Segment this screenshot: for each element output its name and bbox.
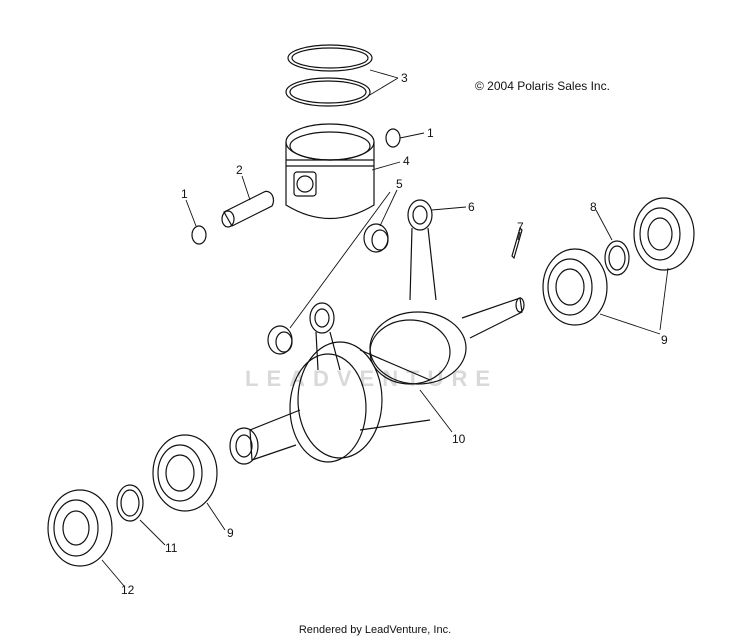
needle-bearings: [267, 223, 389, 355]
piston: [285, 123, 375, 220]
callout-labels: 1 1 2 3 4 5 6 7 8 9 9 10 11 12: [121, 71, 668, 597]
crankshaft: [229, 297, 525, 465]
callout-9: 9: [227, 526, 234, 540]
left-main-bearing: [152, 434, 218, 512]
connecting-rods: [309, 199, 437, 371]
callout-5: 5: [396, 177, 403, 191]
callout-1: 1: [427, 126, 434, 140]
callout-4: 4: [403, 154, 410, 168]
callout-7: 7: [517, 220, 524, 234]
callout-11: 11: [165, 541, 178, 555]
right-main-bearing: [542, 248, 608, 326]
left-spacer-ring: [116, 484, 144, 522]
callout-6: 6: [468, 200, 475, 214]
footer-credit: Rendered by LeadVenture, Inc.: [298, 624, 452, 636]
callout-1: 1: [181, 187, 188, 201]
callout-9: 9: [661, 333, 668, 347]
woodruff-key: [511, 226, 523, 260]
piston-rings: [285, 44, 373, 107]
leader-lines: [101, 69, 669, 587]
left-seal: [47, 489, 113, 567]
wrist-pin: [221, 190, 275, 228]
watermark-text: LEADVENTURE: [245, 366, 499, 391]
right-spacer-ring: [604, 240, 630, 276]
callout-10: 10: [452, 432, 466, 446]
callout-2: 2: [236, 163, 243, 177]
copyright-text: © 2004 Polaris Sales Inc.: [475, 79, 610, 93]
callout-8: 8: [590, 200, 597, 214]
callout-12: 12: [121, 583, 135, 597]
right-seal: [633, 197, 695, 271]
callout-3: 3: [401, 71, 408, 85]
